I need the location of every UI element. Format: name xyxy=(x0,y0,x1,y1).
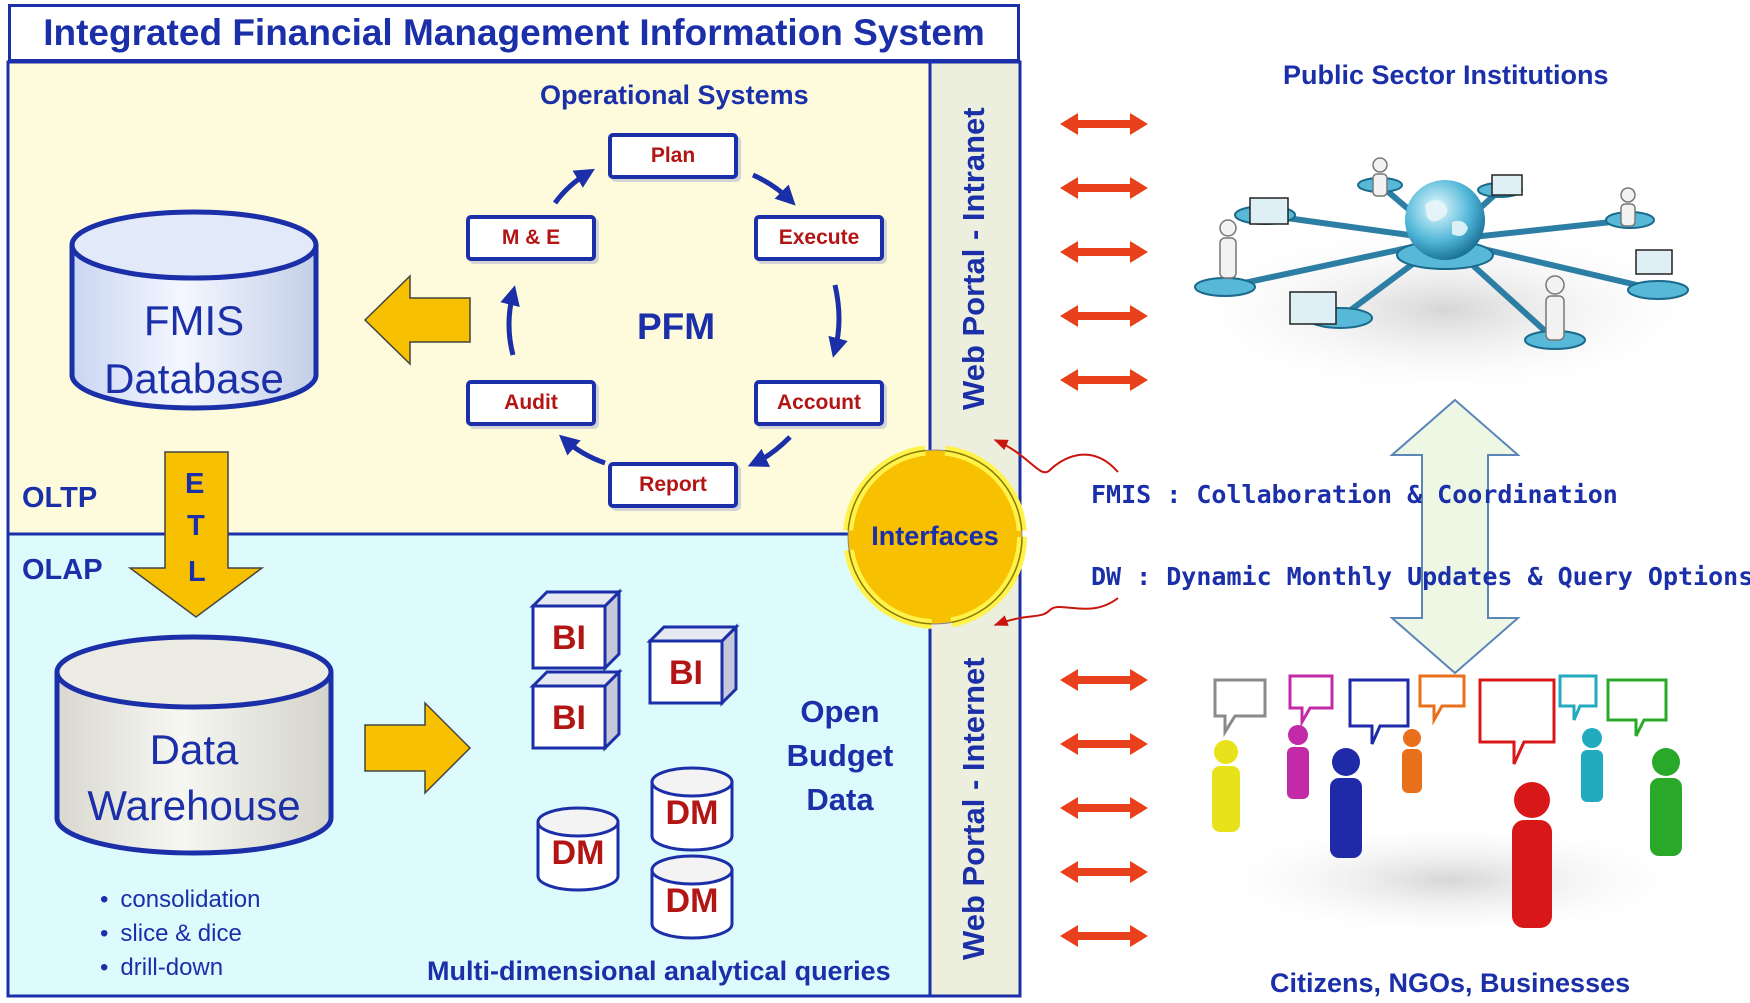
feed-arrow-left xyxy=(363,274,471,366)
web-portal-intranet-label: Web Portal - Intranet xyxy=(956,107,991,410)
multi-dimensional-label: Multi-dimensional analytical queries xyxy=(427,956,891,986)
double-arrow-icon xyxy=(1060,305,1148,327)
dw-operations-list: consolidation slice & dice drill-down xyxy=(100,883,261,985)
etl-letter-t: T xyxy=(187,510,205,542)
double-arrow-icon xyxy=(1060,797,1148,819)
double-arrow-icon xyxy=(1060,113,1148,135)
feed-arrow-right xyxy=(364,701,472,795)
double-arrow-icon xyxy=(1060,177,1148,199)
public-sector-label: Public Sector Institutions xyxy=(1283,60,1609,90)
list-item: consolidation xyxy=(100,883,260,917)
fmis-collaboration-text: FMIS : Collaboration & Coordination xyxy=(1091,480,1618,509)
updates-connector xyxy=(993,597,1119,626)
citizens-label: Citizens, NGOs, Businesses xyxy=(1270,968,1631,998)
list-item: slice & dice xyxy=(100,917,261,951)
open-budget-data-label: Open Budget Data xyxy=(786,694,894,817)
fmis-database-cylinder xyxy=(69,209,319,411)
collab-connector xyxy=(993,439,1119,474)
etl-letter-e: E xyxy=(185,468,205,500)
vertical-exchange-arrow xyxy=(1389,398,1521,675)
dm-cylinder xyxy=(650,766,734,852)
dm-label: DM xyxy=(665,794,719,832)
fmis-database-label: FMIS Database xyxy=(104,297,284,402)
dw-updates-text: DW : Dynamic Monthly Updates & Query Opt… xyxy=(1091,562,1750,591)
interfaces-hub xyxy=(843,445,1027,629)
dm-label: DM xyxy=(551,834,605,872)
cycle-step-audit: Audit xyxy=(466,380,596,426)
list-item: drill-down xyxy=(100,951,261,985)
dm-label: DM xyxy=(665,882,719,920)
cycle-step-account: Account xyxy=(754,380,884,426)
double-arrow-icon xyxy=(1060,733,1148,755)
data-warehouse-label: Data Warehouse xyxy=(87,726,301,829)
dm-cylinder xyxy=(536,806,620,892)
bi-cube xyxy=(529,588,623,672)
pfm-cycle-arrows xyxy=(500,168,848,467)
cycle-step-plan: Plan xyxy=(608,133,738,179)
dm-cylinder xyxy=(650,854,734,940)
bi-label: BI xyxy=(552,619,586,657)
double-arrow-icon xyxy=(1060,925,1148,947)
olap-label: OLAP xyxy=(22,554,103,586)
double-arrow-icon xyxy=(1060,669,1148,691)
exchange-arrows xyxy=(1060,113,1148,947)
people-speech-bubbles-image xyxy=(1200,674,1700,940)
page-title: Integrated Financial Management Informat… xyxy=(8,4,1020,62)
interfaces-label: Interfaces xyxy=(871,521,999,551)
etl-arrow xyxy=(127,451,265,618)
globe-network-image xyxy=(1170,157,1720,400)
cycle-step-report: Report xyxy=(608,462,738,508)
bi-label: BI xyxy=(669,654,703,692)
double-arrow-icon xyxy=(1060,861,1148,883)
etl-letter-l: L xyxy=(188,556,206,588)
data-warehouse-cylinder xyxy=(54,634,334,856)
web-portal-internet-label: Web Portal - Internet xyxy=(956,657,991,960)
pfm-label: PFM xyxy=(637,306,716,347)
cycle-step-m-and-e: M & E xyxy=(466,215,596,261)
double-arrow-icon xyxy=(1060,241,1148,263)
operational-systems-label: Operational Systems xyxy=(540,80,809,110)
bi-label: BI xyxy=(552,699,586,737)
bi-cube xyxy=(529,668,623,752)
double-arrow-icon xyxy=(1060,369,1148,391)
bi-cube xyxy=(646,623,740,707)
oltp-label: OLTP xyxy=(22,482,98,514)
cycle-step-execute: Execute xyxy=(754,215,884,261)
